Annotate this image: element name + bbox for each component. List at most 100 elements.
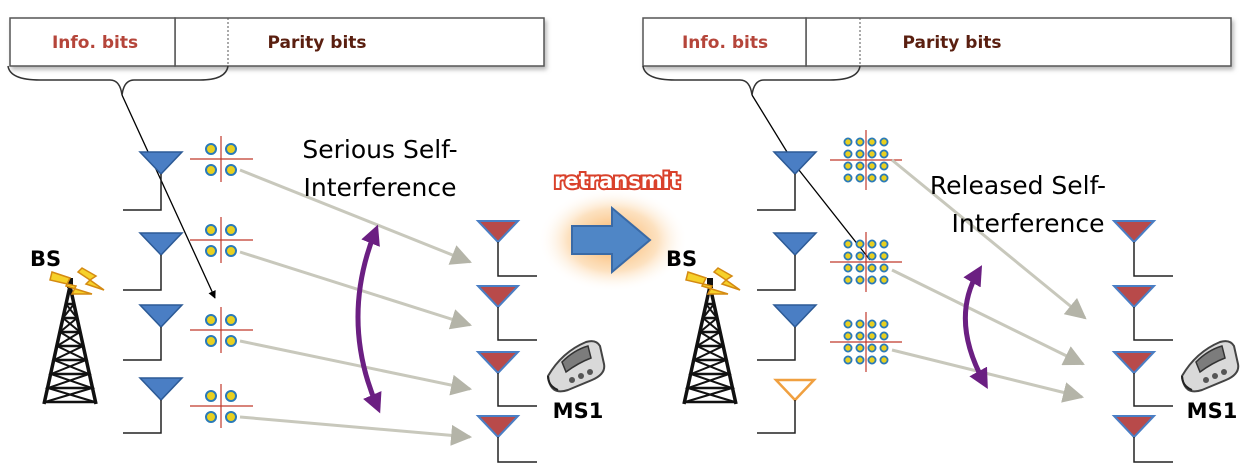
constellation-point xyxy=(843,149,853,159)
constellation-point xyxy=(867,239,877,249)
right-tx-antennas xyxy=(757,151,818,434)
constellation-point xyxy=(867,251,877,261)
constellation-point xyxy=(855,161,865,171)
antenna-icon xyxy=(475,351,537,407)
right-info-bits-label: Info. bits xyxy=(682,33,768,53)
constellation-point xyxy=(843,319,853,329)
antenna-icon xyxy=(123,232,184,291)
constellation xyxy=(190,384,253,428)
constellation-point xyxy=(867,343,877,353)
antenna-icon xyxy=(757,304,818,361)
right-constellations xyxy=(830,130,902,372)
constellation-point xyxy=(867,149,877,159)
constellation-point xyxy=(855,251,865,261)
constellation-point xyxy=(879,263,889,273)
constellation xyxy=(190,307,253,353)
left-bits-frame xyxy=(9,17,545,67)
right-brace xyxy=(642,65,861,96)
left-lightning-icon xyxy=(49,267,105,295)
antenna-icon xyxy=(1111,415,1173,463)
left-tower-icon xyxy=(42,276,98,406)
constellation-point xyxy=(879,331,889,341)
constellation xyxy=(830,232,902,292)
constellation-point xyxy=(843,275,853,285)
arrow-right-icon xyxy=(571,205,652,275)
right-parity-bits-label: Parity bits xyxy=(902,33,1001,53)
right-interference-line2: Interference xyxy=(952,209,1105,238)
antenna-icon xyxy=(475,220,537,277)
constellation-point xyxy=(855,137,865,147)
constellation-point xyxy=(879,319,889,329)
retransmit-label: retransmit xyxy=(554,169,680,193)
right-interference-line1: Released Self- xyxy=(930,171,1106,200)
antenna-icon xyxy=(757,151,818,211)
antenna-icon xyxy=(1111,220,1173,277)
constellation-point xyxy=(867,275,877,285)
left-info-arrow xyxy=(121,94,216,299)
antenna-icon xyxy=(475,415,537,463)
antenna-icon xyxy=(757,378,817,434)
constellation-point xyxy=(855,173,865,183)
constellation-point xyxy=(855,319,865,329)
constellation-point xyxy=(855,355,865,365)
constellation-point xyxy=(867,137,877,147)
constellation-point xyxy=(867,263,877,273)
left-double-arrow-icon xyxy=(355,224,382,414)
left-info-bits-label: Info. bits xyxy=(52,33,138,53)
constellation-point xyxy=(843,263,853,273)
constellation-point xyxy=(879,343,889,353)
left-interference-line1: Serious Self- xyxy=(302,135,457,164)
constellation-point xyxy=(867,355,877,365)
constellation-point xyxy=(843,173,853,183)
constellation-point xyxy=(843,137,853,147)
constellation xyxy=(830,312,902,372)
constellation xyxy=(190,217,253,263)
retransmit-group: retransmit xyxy=(538,167,688,292)
constellation-point xyxy=(855,331,865,341)
constellation xyxy=(190,136,253,182)
antenna-icon xyxy=(123,304,184,361)
right-rx-antennas xyxy=(1111,220,1173,463)
left-phone-icon xyxy=(547,340,606,393)
constellation-point xyxy=(879,173,889,183)
constellation-point xyxy=(855,343,865,353)
constellation-point xyxy=(867,319,877,329)
right-phone-icon xyxy=(1181,340,1240,393)
constellation-point xyxy=(879,251,889,261)
constellation xyxy=(830,130,902,190)
constellation-point xyxy=(879,275,889,285)
constellation-point xyxy=(867,173,877,183)
antenna-icon xyxy=(1111,285,1173,341)
constellation-point xyxy=(855,275,865,285)
constellation-point xyxy=(879,355,889,365)
antenna-icon xyxy=(123,377,184,434)
right-panel: Info. bits Parity bits BS Released Self-… xyxy=(642,17,1240,463)
left-rx-antennas xyxy=(475,220,537,463)
right-bits-frame xyxy=(642,17,1232,67)
left-tx-antennas xyxy=(123,151,184,434)
left-brace xyxy=(7,65,229,96)
constellation-point xyxy=(879,161,889,171)
right-tower-icon xyxy=(682,276,738,406)
constellation-point xyxy=(879,239,889,249)
constellation-point xyxy=(843,161,853,171)
left-transmission-arrows xyxy=(239,168,473,446)
constellation-point xyxy=(855,239,865,249)
right-bs-label: BS xyxy=(666,247,697,271)
antenna-icon xyxy=(475,285,537,341)
constellation-point xyxy=(843,355,853,365)
left-ms-label: MS1 xyxy=(553,399,604,423)
right-double-arrow-icon xyxy=(962,265,988,390)
antenna-icon xyxy=(123,151,184,211)
antenna-icon xyxy=(1111,351,1173,407)
left-parity-bits-label: Parity bits xyxy=(267,33,366,53)
constellation-point xyxy=(867,331,877,341)
left-bs-label: BS xyxy=(30,247,61,271)
antenna-icon xyxy=(757,232,818,291)
constellation-point xyxy=(855,149,865,159)
constellation-point xyxy=(879,149,889,159)
constellation-point xyxy=(843,251,853,261)
constellation-point xyxy=(843,239,853,249)
right-ms-label: MS1 xyxy=(1187,399,1238,423)
